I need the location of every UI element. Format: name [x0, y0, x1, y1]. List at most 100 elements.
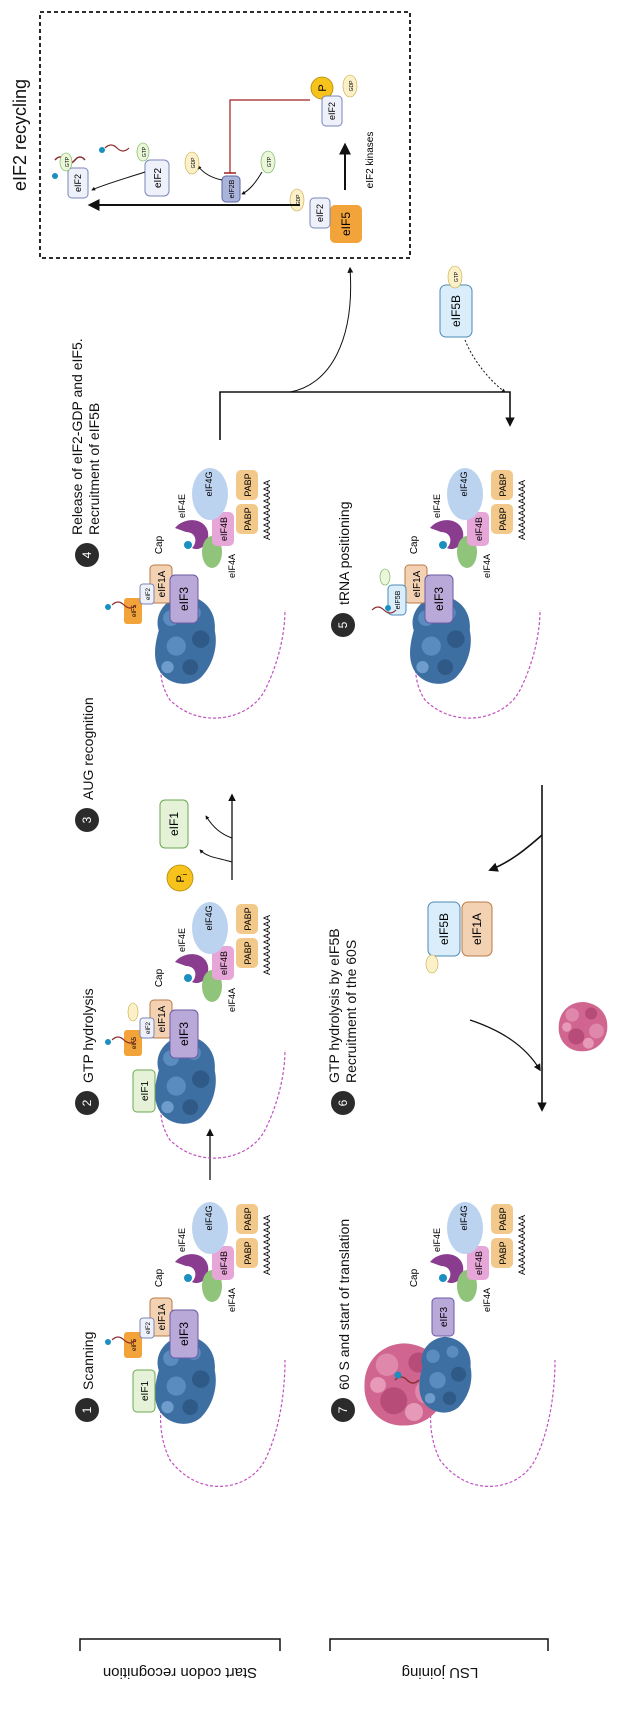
pabp-label-2: PABP — [498, 473, 508, 496]
step-3-number: 3 — [80, 816, 94, 823]
eif2b-box — [221, 175, 241, 203]
arrow-4-to-5 — [219, 391, 515, 440]
small-ribosomal-subunit — [419, 1336, 472, 1413]
step-6-number: 6 — [336, 1099, 350, 1106]
phosphate-label: P — [317, 84, 329, 91]
eif2-box — [139, 1317, 155, 1339]
released-eif5b-label: eIF5B — [437, 913, 451, 945]
pabp-label-1: PABP — [243, 941, 253, 964]
polya-tail: AAAAAAAAAA — [517, 1215, 527, 1275]
exchange-gtp-badge — [260, 150, 276, 174]
pabp-box-1 — [236, 938, 258, 968]
eif1-free-box — [159, 799, 189, 849]
trna-icon — [111, 1336, 137, 1344]
step-7-label: 7 60 S and start of translation — [331, 1219, 355, 1422]
recycling-eif5-box — [330, 205, 362, 243]
recycling-eif2-box — [309, 197, 331, 229]
pabp-box-1 — [236, 1238, 258, 1268]
eif5b-gtp-badge — [379, 568, 391, 586]
arrow-lsu-entry — [469, 1019, 541, 1072]
recycling-met-icon — [99, 147, 105, 153]
arrow-eif1-release — [205, 815, 233, 839]
eif4b-label: eIF4B — [219, 1251, 229, 1275]
kinases-label: eIF2 kinases — [365, 132, 376, 189]
trna-icon — [371, 606, 397, 614]
eif4a-label: eIF4A — [227, 1288, 237, 1312]
eif1a-label: eIF1A — [157, 1303, 168, 1330]
pi-label: Pi — [175, 873, 189, 882]
step-4-number: 4 — [80, 551, 94, 558]
eif5-box — [124, 598, 142, 624]
eif1a-label: eIF1A — [412, 570, 423, 597]
exchange-gtp-label: GTP — [267, 156, 273, 167]
eif5-label: eIF5 — [132, 1036, 138, 1049]
eif4b-box — [212, 512, 234, 546]
pabp-label-1: PABP — [498, 507, 508, 530]
eif3-box — [424, 574, 454, 624]
eif2-gtp-badge — [136, 142, 150, 162]
eif4g-label: eIF4G — [459, 1205, 469, 1230]
released-eif1a-box — [461, 901, 493, 957]
pabp-label-2: PABP — [498, 1207, 508, 1230]
phospho-gdp-label: GDP — [349, 80, 355, 92]
eif3-box — [431, 1297, 455, 1337]
arrow-gtp-in — [241, 171, 263, 195]
eif1-box — [132, 1069, 156, 1113]
group-label-lsu: LSU joining — [402, 1664, 479, 1681]
eif2b-label: eIF2B — [229, 179, 236, 198]
pabp-label-1: PABP — [243, 1241, 253, 1264]
gtp-badge — [447, 265, 463, 289]
released-gdp-badge — [425, 954, 439, 974]
step-1-text: Scanning — [80, 1332, 96, 1390]
pabp-label-2: PABP — [243, 1207, 253, 1230]
eif4e-label: eIF4E — [177, 928, 187, 952]
step-1-label: 1 Scanning — [75, 1332, 99, 1422]
arrow-eif5b-entry — [464, 339, 506, 393]
arrow-factor-release — [488, 834, 543, 872]
cap-dot — [184, 1274, 192, 1282]
step-3-text: AUG recognition — [80, 697, 96, 800]
eif4b-label: eIF4B — [474, 517, 484, 541]
eif1a-label: eIF1A — [157, 570, 168, 597]
arrow-ternary-complex — [91, 171, 146, 191]
pi-badge — [166, 864, 194, 892]
eif4e-shape — [175, 954, 209, 984]
ternary-met-icon — [52, 173, 58, 179]
eif4e-label: eIF4E — [432, 1228, 442, 1252]
pabp-label-1: PABP — [498, 1241, 508, 1264]
arrow-gdp-out — [197, 165, 223, 181]
eif4e-shape — [175, 1254, 209, 1284]
eif2-gtp-badge-label: GTP — [142, 146, 148, 157]
eif4e-label: eIF4E — [177, 494, 187, 518]
eif4g-label: eIF4G — [204, 471, 214, 496]
methionine-icon — [105, 1039, 111, 1045]
polya-tail: AAAAAAAAAA — [517, 480, 527, 540]
recycling-gdp-label: GDP — [296, 194, 302, 206]
eif4a-label: eIF4A — [227, 988, 237, 1012]
complex-release-eif2: eIF1A eIF3 eIF5 eIF2 Cap eIF4E eIF4A eIF… — [105, 468, 286, 719]
cap-dot — [439, 541, 447, 549]
eif5-box — [124, 1030, 142, 1056]
eif3-box — [169, 1009, 199, 1059]
eif4g-label: eIF4G — [204, 905, 214, 930]
eif3-box — [169, 1309, 199, 1359]
trna-icon — [111, 601, 137, 609]
step-4-text-2: Recruitment of eIF5B — [86, 403, 102, 535]
cap-label: Cap — [154, 968, 165, 987]
start-codon-bracket: Start codon recognition — [79, 1638, 281, 1681]
eif4g-label: eIF4G — [204, 1205, 214, 1230]
polya-tail: AAAAAAAAAA — [262, 480, 272, 540]
eif4b-box — [467, 1246, 489, 1280]
eif4b-box — [467, 512, 489, 546]
eif3-box — [169, 574, 199, 624]
pabp-label-1: PABP — [243, 507, 253, 530]
cap-dot — [439, 1274, 447, 1282]
step-5-label: 5 tRNA positioning — [331, 501, 355, 637]
step-6-text: GTP hydrolysis by eIF5B — [326, 928, 342, 1083]
eif3-label: eIF3 — [177, 587, 191, 611]
step-1-number: 1 — [80, 1406, 94, 1413]
pabp-box-1 — [491, 1238, 513, 1268]
eif2-label: eIF2 — [146, 1021, 152, 1034]
step-4-label: 4 Release of eIF2-GDP and eIF5. Recruitm… — [69, 338, 102, 567]
eif1-box — [132, 1369, 156, 1413]
